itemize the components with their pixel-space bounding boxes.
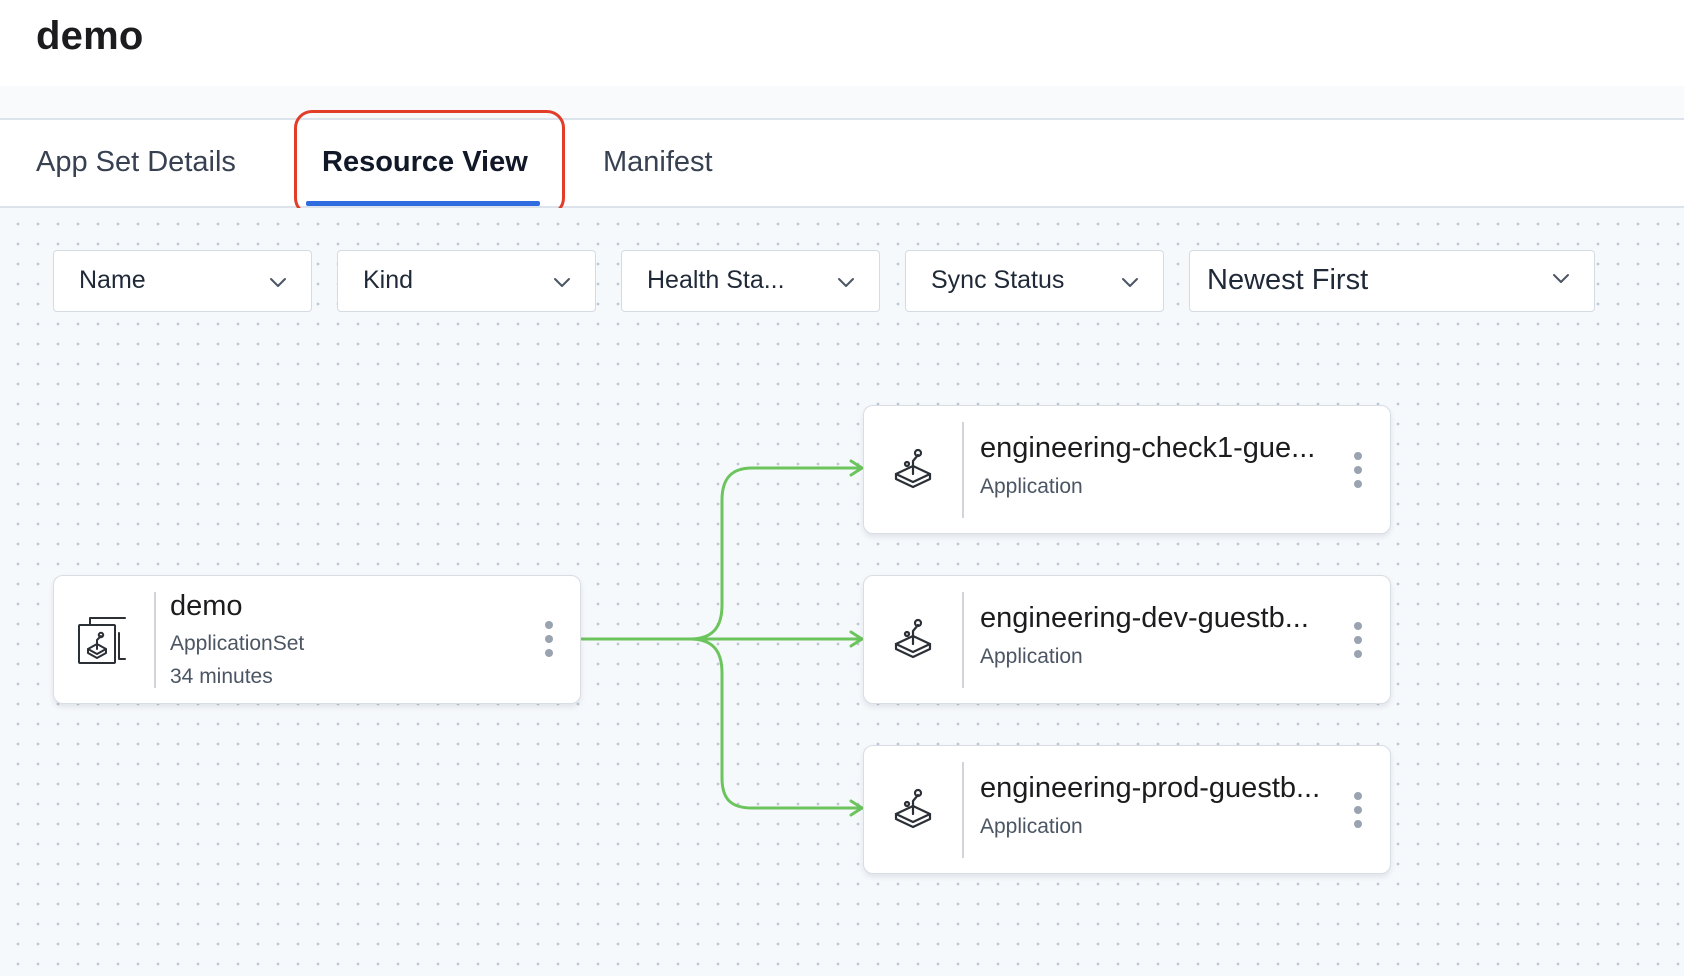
page-header: demo	[0, 0, 1684, 86]
node-menu-kebab-icon[interactable]	[1351, 622, 1365, 662]
node-menu-kebab-icon[interactable]	[542, 621, 556, 661]
application-joystick-icon	[894, 788, 932, 829]
filter-sync-status-label: Sync Status	[931, 266, 1065, 294]
active-tab-indicator	[306, 201, 540, 206]
header-band	[0, 86, 1684, 120]
node-kind: ApplicationSet	[170, 632, 305, 655]
node-divider	[962, 762, 964, 858]
node-applicationset-demo[interactable]: demo ApplicationSet 34 minutes	[53, 575, 581, 704]
application-joystick-icon	[894, 448, 932, 489]
node-name: demo	[170, 590, 243, 622]
node-menu-kebab-icon[interactable]	[1351, 792, 1365, 832]
node-application-engineering-prod[interactable]: engineering-prod-guestb... Application	[863, 745, 1391, 874]
node-application-engineering-check1[interactable]: engineering-check1-gue... Application	[863, 405, 1391, 534]
tab-app-set-details[interactable]: App Set Details	[36, 146, 236, 178]
filter-name-label: Name	[79, 266, 146, 294]
node-menu-kebab-icon[interactable]	[1351, 452, 1365, 492]
filter-health-status-label: Health Sta...	[647, 266, 785, 294]
node-age: 34 minutes	[170, 665, 273, 688]
applicationset-icon	[78, 617, 126, 664]
filter-health-status-dropdown[interactable]: Health Sta...	[621, 250, 880, 312]
node-application-engineering-dev[interactable]: engineering-dev-guestb... Application	[863, 575, 1391, 704]
chevron-down-icon	[270, 278, 286, 287]
application-joystick-icon	[894, 618, 932, 659]
node-kind: Application	[980, 815, 1083, 838]
node-kind: Application	[980, 475, 1083, 498]
tab-bar: App Set Details Resource View Manifest	[0, 120, 1684, 208]
resource-graph-canvas	[0, 208, 1684, 976]
chevron-down-icon	[554, 278, 570, 287]
tab-manifest[interactable]: Manifest	[603, 146, 713, 178]
page-title: demo	[36, 14, 144, 58]
node-name: engineering-check1-gue...	[980, 432, 1316, 464]
chevron-down-icon	[838, 278, 854, 287]
sort-order-dropdown[interactable]: Newest First	[1189, 250, 1595, 312]
node-name: engineering-dev-guestb...	[980, 602, 1309, 634]
filter-kind-dropdown[interactable]: Kind	[337, 250, 596, 312]
filter-name-dropdown[interactable]: Name	[53, 250, 312, 312]
chevron-down-icon	[1553, 274, 1569, 283]
tab-resource-view[interactable]: Resource View	[322, 146, 528, 178]
node-divider	[962, 592, 964, 688]
node-divider	[154, 592, 156, 688]
filter-sync-status-dropdown[interactable]: Sync Status	[905, 250, 1164, 312]
node-divider	[962, 422, 964, 518]
chevron-down-icon	[1122, 278, 1138, 287]
node-name: engineering-prod-guestb...	[980, 772, 1321, 804]
filter-kind-label: Kind	[363, 266, 414, 294]
node-kind: Application	[980, 645, 1083, 668]
sort-order-label: Newest First	[1207, 264, 1369, 296]
